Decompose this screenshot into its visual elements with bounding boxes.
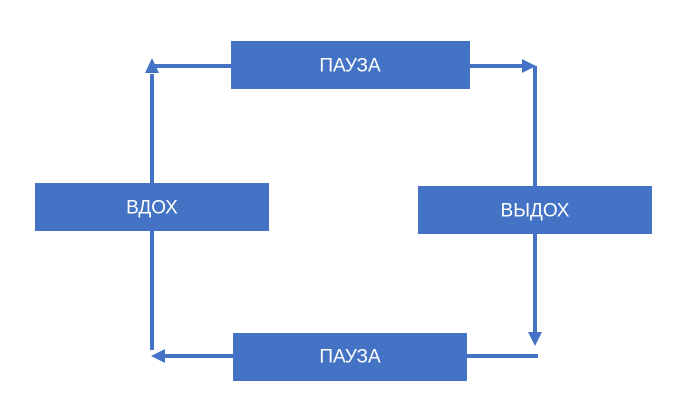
node-exhale-label: ВЫДОХ [501,201,570,222]
node-inhale-label: ВДОХ [126,198,178,219]
node-pause-top-label: ПАУЗА [319,56,381,77]
node-pause-bottom: ПАУЗА [233,333,467,381]
arrowhead-right-icon [522,59,536,73]
arrowhead-left-icon [151,349,165,363]
node-pause-top: ПАУЗА [231,41,470,89]
node-inhale: ВДОХ [35,183,269,231]
node-exhale: ВЫДОХ [418,186,652,234]
node-pause-bottom-label: ПАУЗА [319,347,381,368]
arrowhead-down-icon [528,332,542,346]
